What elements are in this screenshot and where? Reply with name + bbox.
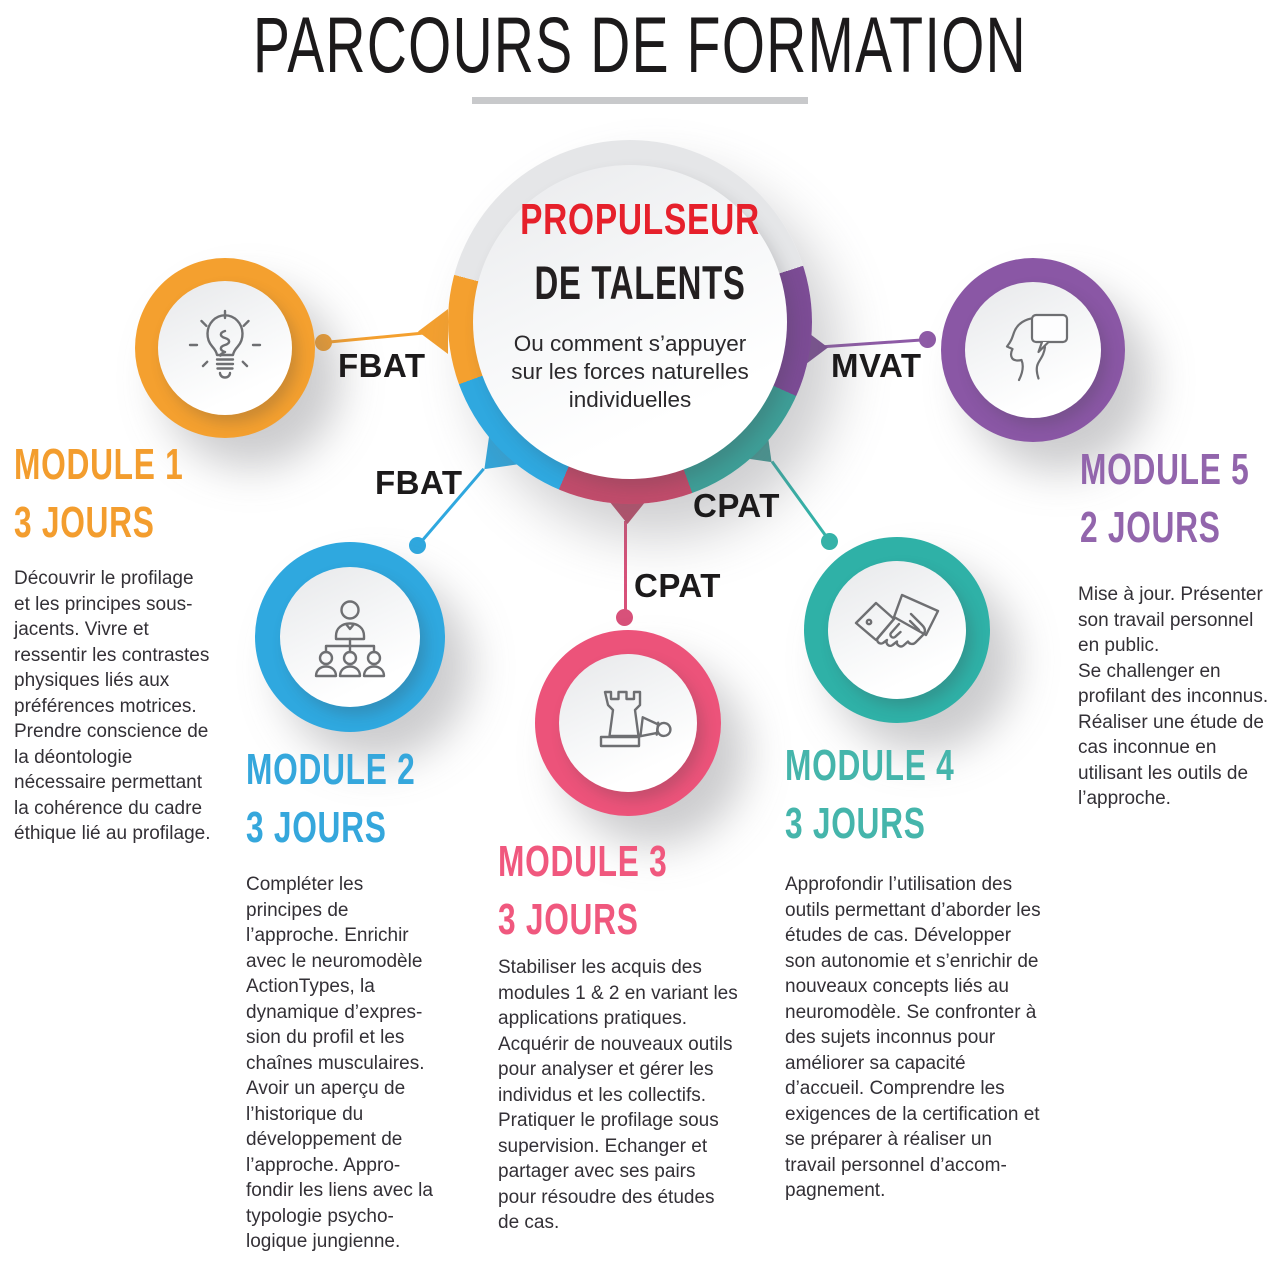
connector-dot-module4 [821, 533, 838, 550]
page-title: PARCOURS DE FORMATION [253, 0, 1027, 89]
module5-heading: MODULE 5 2 JOURS [1080, 441, 1280, 557]
module4-heading: MODULE 4 3 JOURS [785, 737, 1020, 853]
module4-description: Approfondir l’utilisation des outils per… [785, 874, 1041, 1201]
connector-label-module1: FBAT [338, 347, 426, 384]
connector-dot-module5 [919, 331, 936, 348]
module3-circle [535, 630, 721, 816]
connector-label-module4: CPAT [693, 487, 780, 524]
chess-pieces-icon [599, 690, 672, 748]
org-chart-icon [314, 600, 386, 678]
head-speech-bubble-icon [1005, 313, 1069, 382]
module3-heading: MODULE 3 3 JOURS [498, 833, 733, 949]
module2-description: Compléter les principes de l’approche. E… [246, 874, 433, 1252]
module2-circle [255, 542, 445, 732]
module3-title: MODULE 3 [498, 837, 668, 886]
hub-title-red: PROPULSEUR [520, 195, 760, 244]
connector-label-module5: MVAT [831, 347, 922, 384]
module5-description: Mise à jour. Présenter son travail perso… [1078, 584, 1269, 809]
module2-title: MODULE 2 [246, 745, 416, 794]
title-underline [472, 97, 808, 104]
connector-label-module2: FBAT [375, 464, 463, 501]
module1-circle [135, 258, 315, 438]
module4-duration: 3 JOURS [785, 799, 926, 848]
module2-heading: MODULE 2 3 JOURS [246, 741, 481, 857]
module1-description: Découvrir le profilage et les principes … [14, 568, 211, 844]
module2-duration: 3 JOURS [246, 803, 387, 852]
module3-description: Stabiliser les acquis des modules 1 & 2 … [498, 957, 738, 1233]
connector-line-module1 [323, 330, 431, 344]
module1-heading: MODULE 1 3 JOURS [14, 436, 249, 552]
hub-title-black: DE TALENTS [534, 256, 746, 309]
connector-dot-module3 [616, 609, 633, 626]
connector-line-module3 [624, 521, 627, 618]
handshake-icon [854, 593, 940, 648]
connector-dot-module2 [409, 537, 426, 554]
lightbulb-icon [188, 309, 262, 379]
connector-label-module3: CPAT [634, 567, 721, 604]
module5-duration: 2 JOURS [1080, 503, 1221, 552]
module5-circle [941, 258, 1125, 442]
module1-duration: 3 JOURS [14, 498, 155, 547]
connector-dot-module1 [315, 334, 332, 351]
hub-subtitle: Ou comment s’appuyer sur les forces natu… [511, 331, 749, 412]
module4-title: MODULE 4 [785, 741, 955, 790]
module1-title: MODULE 1 [14, 440, 184, 489]
module4-circle [804, 537, 990, 723]
central-hub-inner [473, 165, 787, 479]
module3-duration: 3 JOURS [498, 895, 639, 944]
module5-title: MODULE 5 [1080, 445, 1250, 494]
central-hub-circle [448, 140, 812, 504]
